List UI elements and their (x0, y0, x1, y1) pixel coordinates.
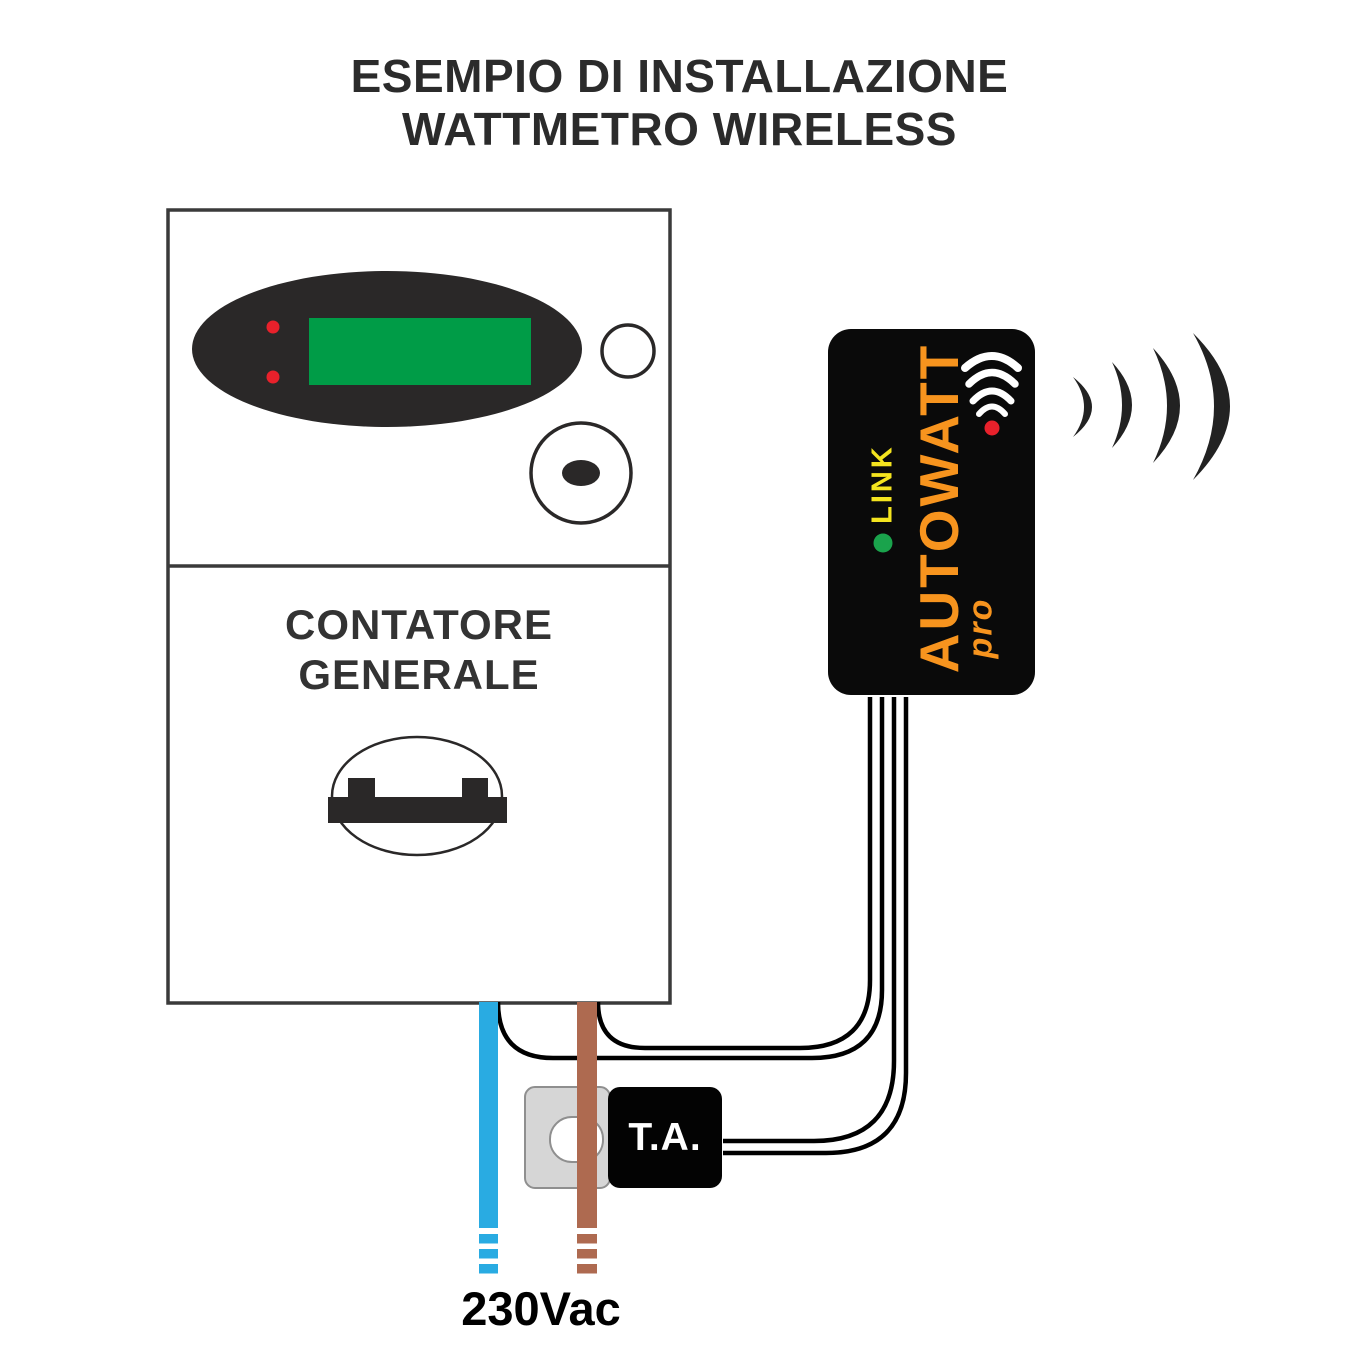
meter-label-line2: GENERALE (298, 651, 540, 698)
voltage-wire-pair (495, 697, 885, 1061)
meter-button (600, 323, 656, 379)
wifi-arc-4 (976, 403, 1008, 417)
signal-waves-icon (1073, 333, 1230, 480)
fuse-ellipse (330, 735, 504, 857)
fuse-bar (328, 797, 507, 823)
device-model-label: pro (961, 597, 1000, 659)
ct-clamp (524, 1086, 611, 1189)
wifi-arc-3 (969, 387, 1015, 405)
meter-label-line1: CONTATORE (285, 601, 553, 648)
wire-blue-solid (479, 1002, 498, 1228)
signal-wave-2 (1112, 362, 1132, 448)
wifi-arc-2 (965, 368, 1019, 388)
wire-brown-solid (577, 1002, 597, 1228)
voltage-wire-1 (595, 697, 873, 1051)
wire-blue-dash-2 (479, 1249, 498, 1259)
meter-label: CONTATORE GENERALE (168, 600, 670, 700)
ct-label-box (608, 1087, 722, 1188)
page-title-line1: ESEMPIO DI INSTALLAZIONE (350, 50, 1009, 102)
wire-blue (479, 1002, 498, 1274)
wire-brown-dash-3 (577, 1264, 597, 1274)
voltage-wire-2 (495, 697, 885, 1061)
wattmeter-device (828, 329, 1035, 695)
wire-brown (577, 1002, 597, 1274)
ct-wire-2 (723, 697, 909, 1156)
device-link-label: LINK (866, 444, 899, 524)
wifi-icon (961, 352, 1022, 417)
page-title: ESEMPIO DI INSTALLAZIONE WATTMETRO WIREL… (0, 50, 1359, 156)
ct-wire-1 (723, 697, 897, 1144)
wire-blue-dash-1 (479, 1234, 498, 1244)
signal-wave-3 (1153, 348, 1180, 463)
page-title-line2: WATTMETRO WIRELESS (401, 103, 957, 155)
display-led-bottom (266, 370, 280, 384)
optical-port-eye (562, 460, 600, 486)
display-led-top (266, 320, 280, 334)
fuse-terminal-left (348, 778, 375, 798)
ct-wire-pair (723, 697, 909, 1156)
wifi-arc-1 (961, 352, 1022, 372)
mains-voltage-label: 230Vac (461, 1282, 621, 1335)
wire-brown-dash-1 (577, 1234, 597, 1244)
fuse-terminal-right (462, 778, 488, 798)
link-led (873, 533, 893, 553)
lcd-screen (309, 318, 531, 385)
signal-wave-1 (1073, 377, 1092, 437)
signal-wave-4 (1193, 333, 1230, 480)
fuse-symbol (328, 735, 507, 857)
wire-brown-dash-2 (577, 1249, 597, 1259)
meter-display (192, 271, 582, 427)
ct-label: T.A. (628, 1116, 702, 1159)
radio-led (984, 420, 1000, 436)
wire-blue-dash-3 (479, 1264, 498, 1274)
